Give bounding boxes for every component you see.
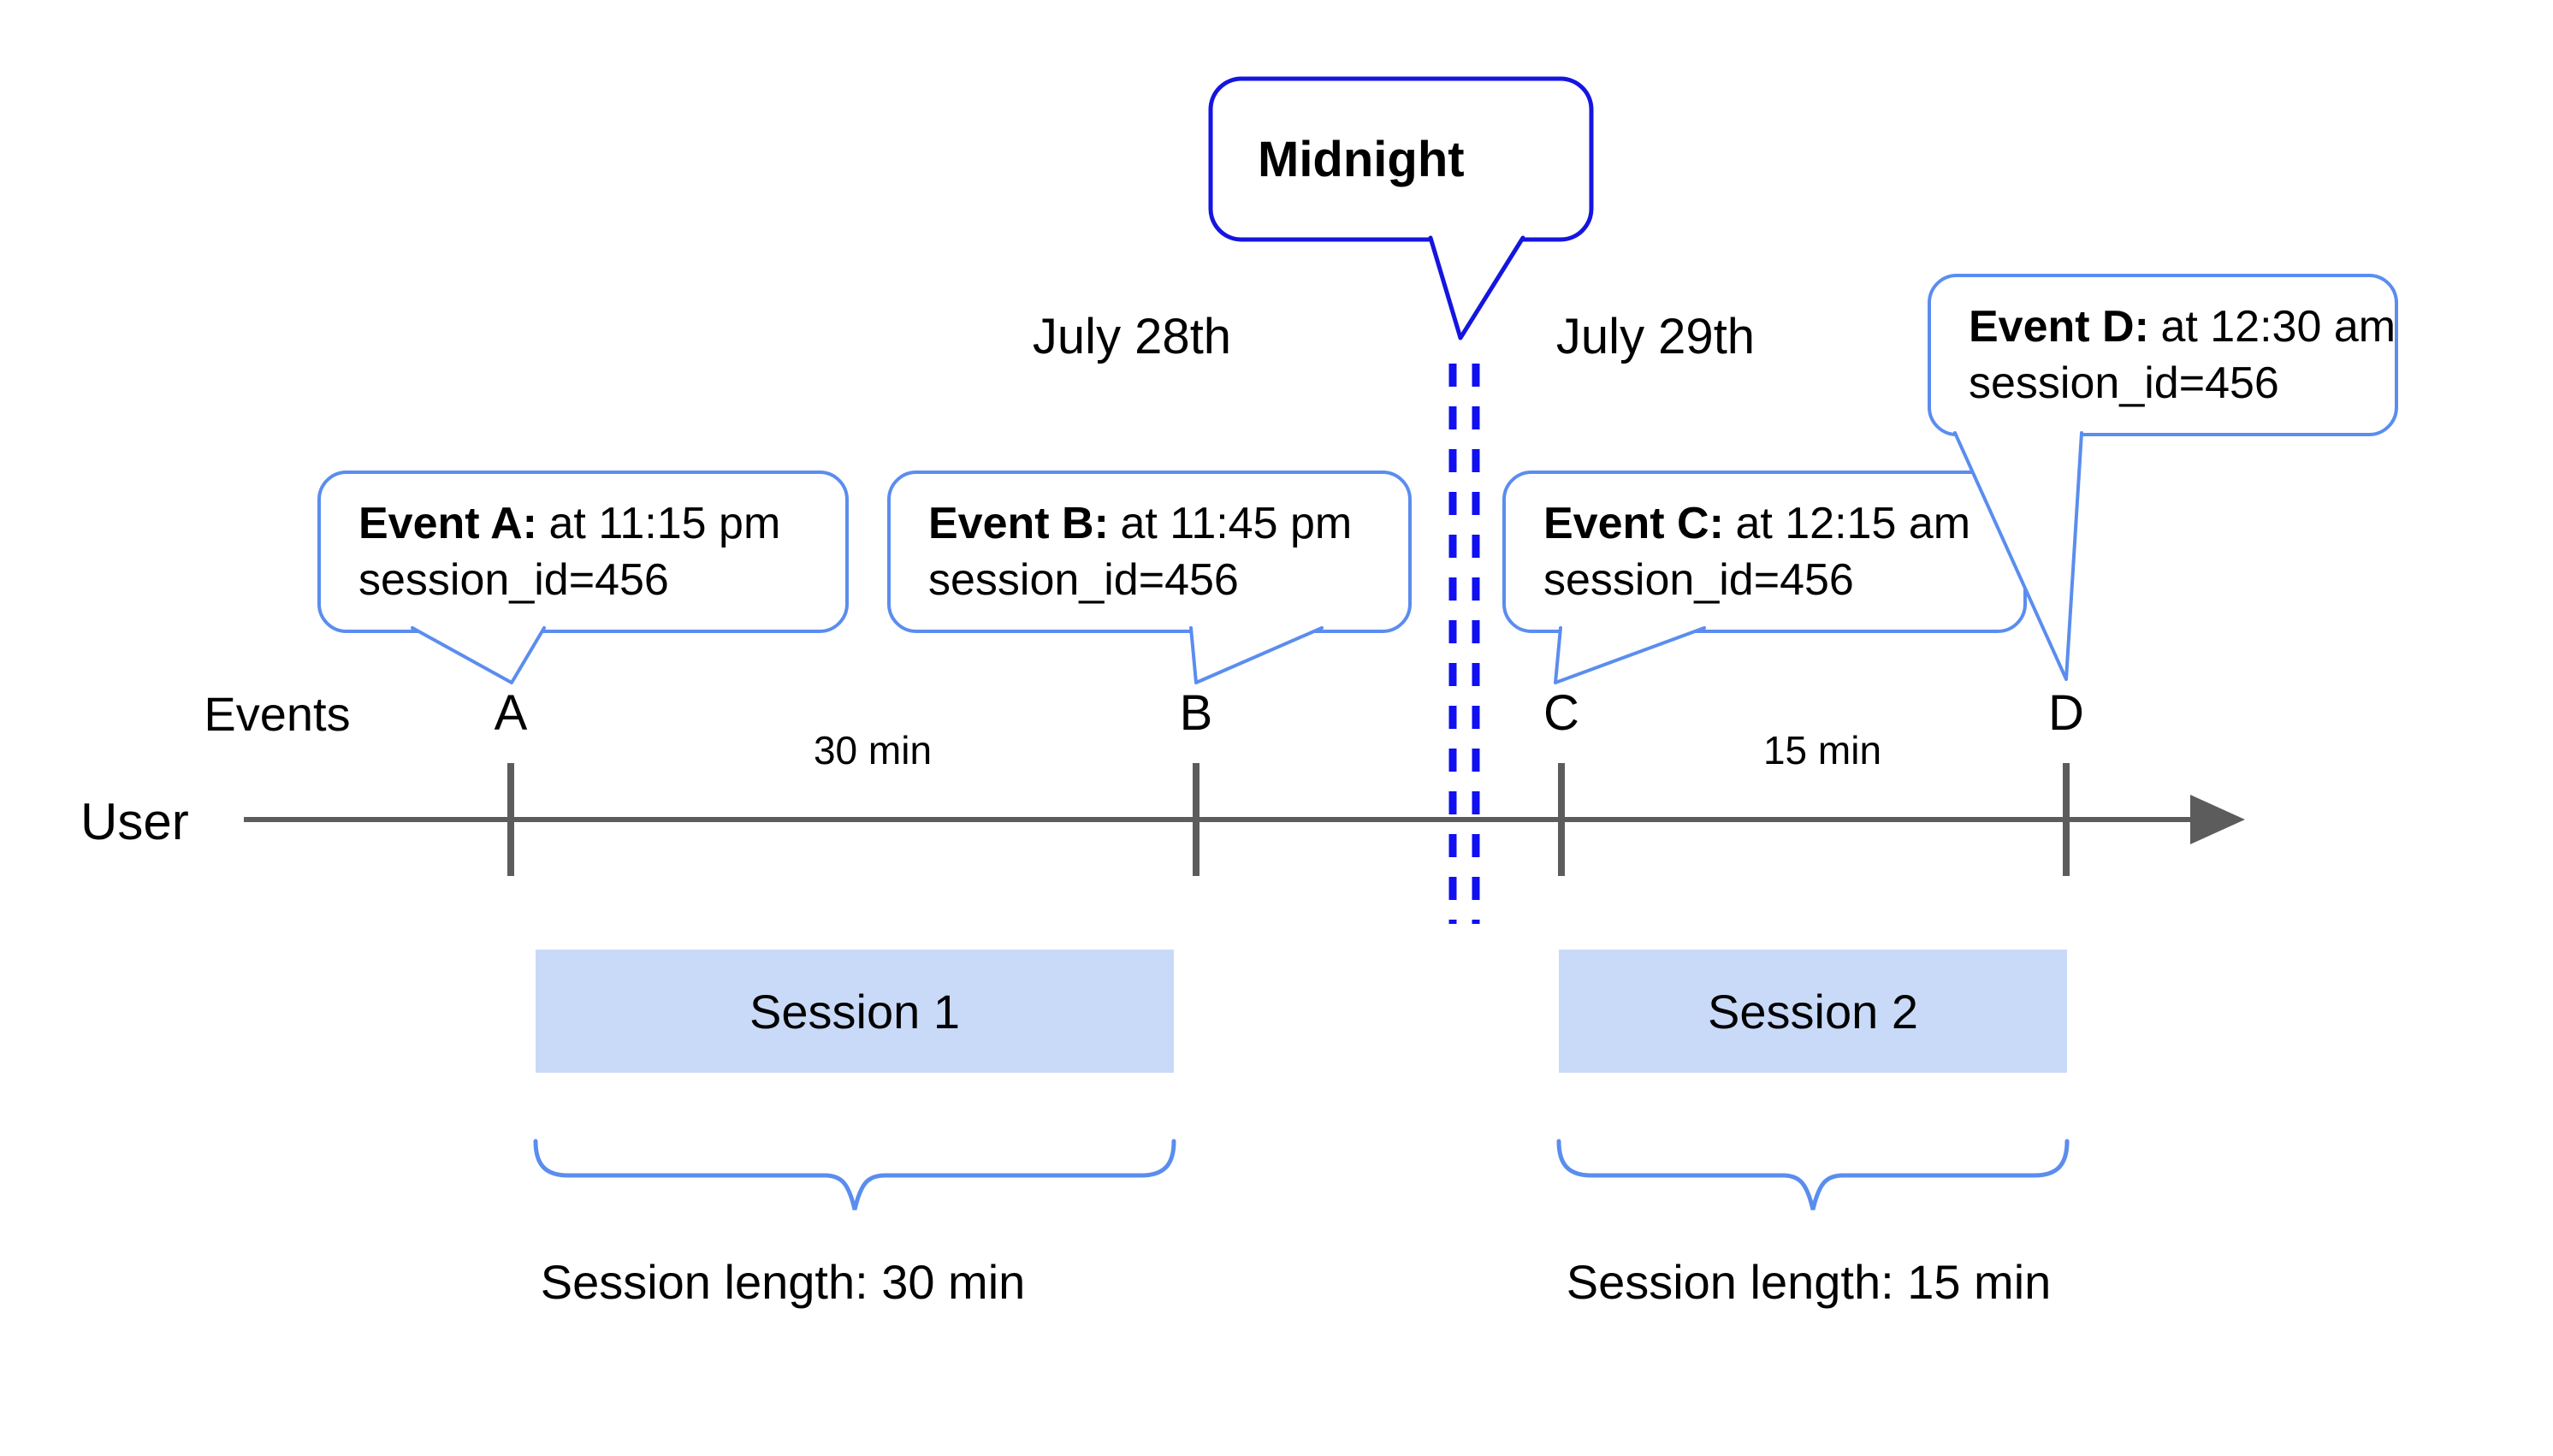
event-c-title-line: Event C:at 12:15 am	[1543, 495, 2025, 552]
event-b-time: at 11:45 pm	[1120, 499, 1353, 548]
midnight-label: Midnight	[1258, 131, 1465, 187]
session-2-box	[1559, 950, 2067, 1073]
session-2-length-label: Session length: 15 min	[1566, 1255, 2052, 1309]
timeline-arrowhead-icon	[2190, 795, 2245, 844]
event-a-bubble-tail-outline	[411, 626, 546, 684]
event-d-time: at 12:30 am	[2160, 302, 2396, 352]
session-2-brace	[1556, 1139, 2070, 1210]
event-a-bubble-tail	[412, 626, 544, 683]
event-d-bubble	[1928, 274, 2398, 436]
midnight-bubble	[1208, 76, 1594, 242]
date-label-july-29: July 29th	[1555, 309, 1756, 364]
session-2-label: Session 2	[1708, 984, 1918, 1039]
event-a-time: at 11:15 pm	[548, 499, 781, 548]
session-1-box	[536, 950, 1174, 1073]
events-axis-label: Events	[204, 687, 351, 741]
interval-label-15min: 15 min	[1762, 728, 1882, 772]
event-d-bubble-text: Event D:at 12:30 am session_id=456	[1929, 275, 2396, 435]
event-b-bubble-text: Event B:at 11:45 pm session_id=456	[889, 472, 1410, 631]
event-a-bubble	[317, 471, 849, 633]
session-1-label: Session 1	[749, 984, 960, 1039]
event-d-title: Event D:	[1969, 302, 2149, 352]
event-c-time: at 12:15 am	[1735, 499, 1971, 548]
event-a-bubble-text: Event A:at 11:15 pm session_id=456	[319, 472, 847, 631]
event-c-bubble-tail-outline	[1554, 626, 1706, 684]
event-d-bubble-tail-outline	[1953, 431, 2083, 681]
event-c-bubble-text: Event C:at 12:15 am session_id=456	[1504, 472, 2025, 631]
event-d-title-line: Event D:at 12:30 am	[1969, 299, 2396, 355]
tick-label-c: C	[1543, 685, 1579, 741]
midnight-bubble-tail-outline	[1428, 235, 1525, 340]
event-b-bubble	[887, 471, 1412, 633]
interval-label-30min: 30 min	[813, 728, 933, 772]
session-1-length-label: Session length: 30 min	[540, 1255, 1026, 1309]
tick-label-b: B	[1179, 685, 1213, 741]
event-d-bubble-tail	[1955, 431, 2082, 679]
event-b-bubble-tail-outline	[1189, 626, 1324, 684]
session-1-brace	[533, 1139, 1176, 1210]
event-d-session-id: session_id=456	[1969, 358, 2279, 408]
event-b-session-id: session_id=456	[928, 555, 1239, 605]
event-a-session-id: session_id=456	[358, 555, 669, 605]
tick-label-d: D	[2048, 685, 2084, 741]
event-b-title-line: Event B:at 11:45 pm	[928, 495, 1410, 552]
date-label-july-28: July 28th	[1032, 309, 1232, 364]
event-b-title: Event B:	[928, 499, 1109, 548]
event-c-title: Event C:	[1543, 499, 1724, 548]
user-axis-label: User	[80, 793, 189, 850]
event-c-session-id: session_id=456	[1543, 555, 1854, 605]
tick-label-a: A	[494, 685, 528, 741]
event-a-title-line: Event A:at 11:15 pm	[358, 495, 847, 552]
event-a-title: Event A:	[358, 499, 537, 548]
